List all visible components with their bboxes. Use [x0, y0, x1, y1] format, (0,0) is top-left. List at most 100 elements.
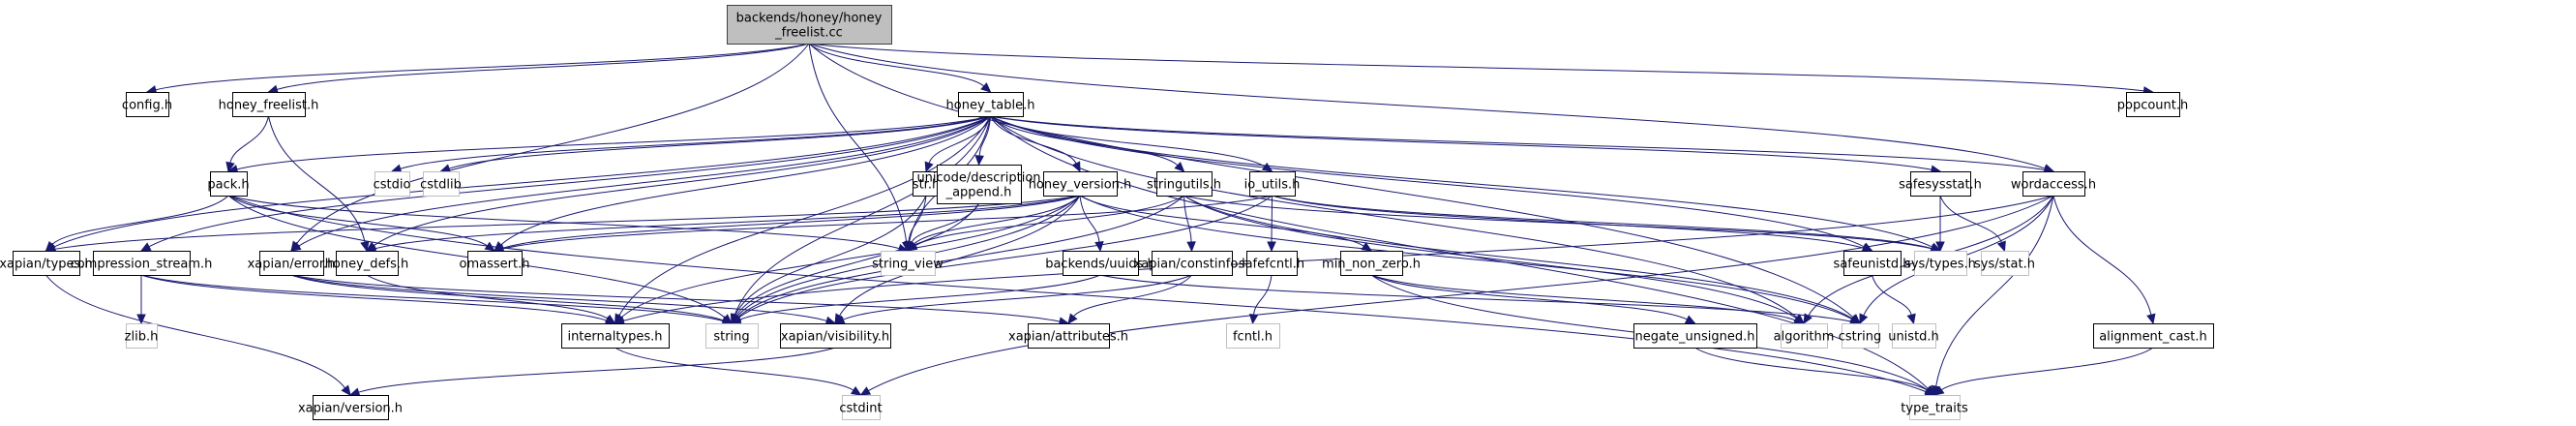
node-label: xapian/error.h [248, 258, 336, 272]
edge-line [51, 195, 229, 245]
node-xapian-version-h[interactable]: xapian/version.h [298, 395, 403, 420]
edge-wordaccess_h-to-type_traits [1931, 195, 2054, 397]
node-box [842, 395, 881, 420]
node-box [313, 395, 389, 420]
node-attributes-h[interactable]: xapian/attributes.h [1008, 323, 1128, 349]
node-cstdio: cstdio [374, 171, 410, 197]
edge-line [808, 43, 985, 87]
edge-alignment_cast_h-to-type_traits [1933, 347, 2154, 396]
node-box [958, 92, 1024, 117]
edge-line [1079, 195, 1100, 243]
node-honey-freelist-h[interactable]: honey_freelist.h [219, 92, 319, 117]
edge-line [140, 274, 724, 322]
edge-line [1940, 347, 2154, 391]
edge-line [737, 195, 1273, 319]
node-box [1043, 171, 1118, 197]
node-honey-table-h[interactable]: honey_table.h [946, 92, 1035, 117]
node-label: _append.h [945, 186, 1012, 200]
node-label: fcntl.h [1233, 330, 1273, 345]
edge-line [290, 274, 827, 321]
edge-line [1872, 274, 1912, 316]
node-constinfo-h[interactable]: xapian/constinfo.h [1134, 251, 1250, 276]
arrowhead-icon [341, 384, 351, 396]
node-label: cstdint [839, 402, 882, 416]
edge-line [990, 115, 1932, 170]
arrowhead-icon [1094, 241, 1104, 253]
edge-honey_freelist_h-to-pack_h [225, 115, 269, 173]
node-xapian-types-h[interactable]: xapian/types.h [0, 251, 93, 276]
node-compression-stream-h[interactable]: compression_stream.h [71, 251, 213, 276]
node-root[interactable]: backends/honey/honey_freelist.cc [727, 5, 892, 45]
node-io-utils-h[interactable]: io_utils.h [1244, 171, 1301, 197]
node-label: honey_freelist.h [219, 99, 319, 113]
node-honey-version-h[interactable]: honey_version.h [1029, 171, 1132, 197]
node-str-h[interactable]: str.h [913, 171, 941, 197]
edge-safefcntl_h-to-fcntl_h [1248, 274, 1273, 325]
node-cstdint: cstdint [839, 395, 883, 420]
node-box [705, 323, 759, 349]
edge-line [358, 347, 836, 393]
node-stringutils-h[interactable]: stringutils.h [1147, 171, 1221, 197]
node-box [126, 92, 169, 117]
edge-line [1272, 195, 1865, 249]
node-xapian-error-h[interactable]: xapian/error.h [248, 251, 336, 276]
node-type-traits: type_traits [1901, 395, 1968, 420]
edge-root-to-config_h [145, 43, 810, 95]
edge-line [808, 43, 2144, 92]
arrowhead-icon [1935, 241, 1945, 253]
arrowhead-icon [225, 161, 235, 173]
edge-honey_table_h-to-io_utils_h [990, 115, 1273, 172]
node-uuids-h[interactable]: backends/uuids.h [1045, 251, 1155, 276]
node-box [1981, 251, 2029, 276]
edge-line [1073, 274, 1192, 318]
node-box [259, 251, 324, 276]
node-honey-defs-h[interactable]: honey_defs.h [325, 251, 409, 276]
node-negate-unsigned-h[interactable]: negate_unsigned.h [1633, 323, 1757, 349]
node-min-non-zero-h[interactable]: min_non_zero.h [1322, 251, 1421, 276]
node-safesysstat-h[interactable]: safesysstat.h [1899, 171, 1982, 197]
node-box [126, 323, 158, 349]
edge-line [622, 195, 2054, 321]
node-popcount-h[interactable]: popcount.h [2117, 92, 2189, 117]
node-cstring: cstring [1839, 323, 1881, 349]
edge-line [1079, 195, 1364, 247]
edge-line [990, 115, 1865, 248]
node-safefcntl-h[interactable]: safefcntl.h [1239, 251, 1304, 276]
node-pack-h[interactable]: pack.h [207, 171, 250, 197]
edge-line [978, 115, 991, 157]
arrowhead-icon [1906, 313, 1916, 325]
edge-line [913, 195, 1081, 245]
edge-pack_h-to-xapian_types_h [45, 195, 229, 252]
node-alignment-cast-h[interactable]: alignment_cast.h [2093, 323, 2214, 349]
edge-line [914, 195, 1184, 247]
edge-line [620, 195, 1081, 319]
node-omassert-h[interactable]: omassert.h [460, 251, 530, 276]
node-config-h[interactable]: config.h [122, 92, 172, 117]
node-label: zlib.h [125, 330, 159, 345]
edge-line [1939, 195, 2003, 243]
node-unistd-h: unistd.h [1888, 323, 1939, 349]
node-visibility-h[interactable]: xapian/visibility.h [780, 323, 891, 349]
edge-line [1079, 195, 1853, 320]
node-unicode-desc[interactable]: unicode/description_append.h [916, 165, 1041, 204]
edge-line [448, 115, 991, 169]
node-wordaccess-h[interactable]: wordaccess.h [2011, 171, 2096, 197]
node-box [93, 251, 191, 276]
node-box [1340, 251, 1403, 276]
node-label: cstdlib [420, 178, 462, 193]
node-box [1249, 171, 1296, 197]
edge-honey_table_h-to-str_h [924, 115, 991, 173]
edge-line [290, 274, 1061, 322]
arrowhead-icon [1684, 315, 1696, 324]
arrowhead-icon [833, 315, 846, 324]
arrowhead-icon [2146, 313, 2156, 325]
node-label: unicode/description [916, 171, 1040, 186]
node-algorithm: algorithm [1774, 323, 1834, 349]
edge-line [54, 195, 1081, 250]
node-safeunistd-h[interactable]: safeunistd.h [1834, 251, 1911, 276]
edge-line [290, 274, 724, 321]
edge-root-to-xapian_error_h [290, 43, 810, 252]
edge-pack_h-to-string_view [227, 195, 910, 254]
node-internaltypes-h[interactable]: internaltypes.h [561, 323, 670, 349]
